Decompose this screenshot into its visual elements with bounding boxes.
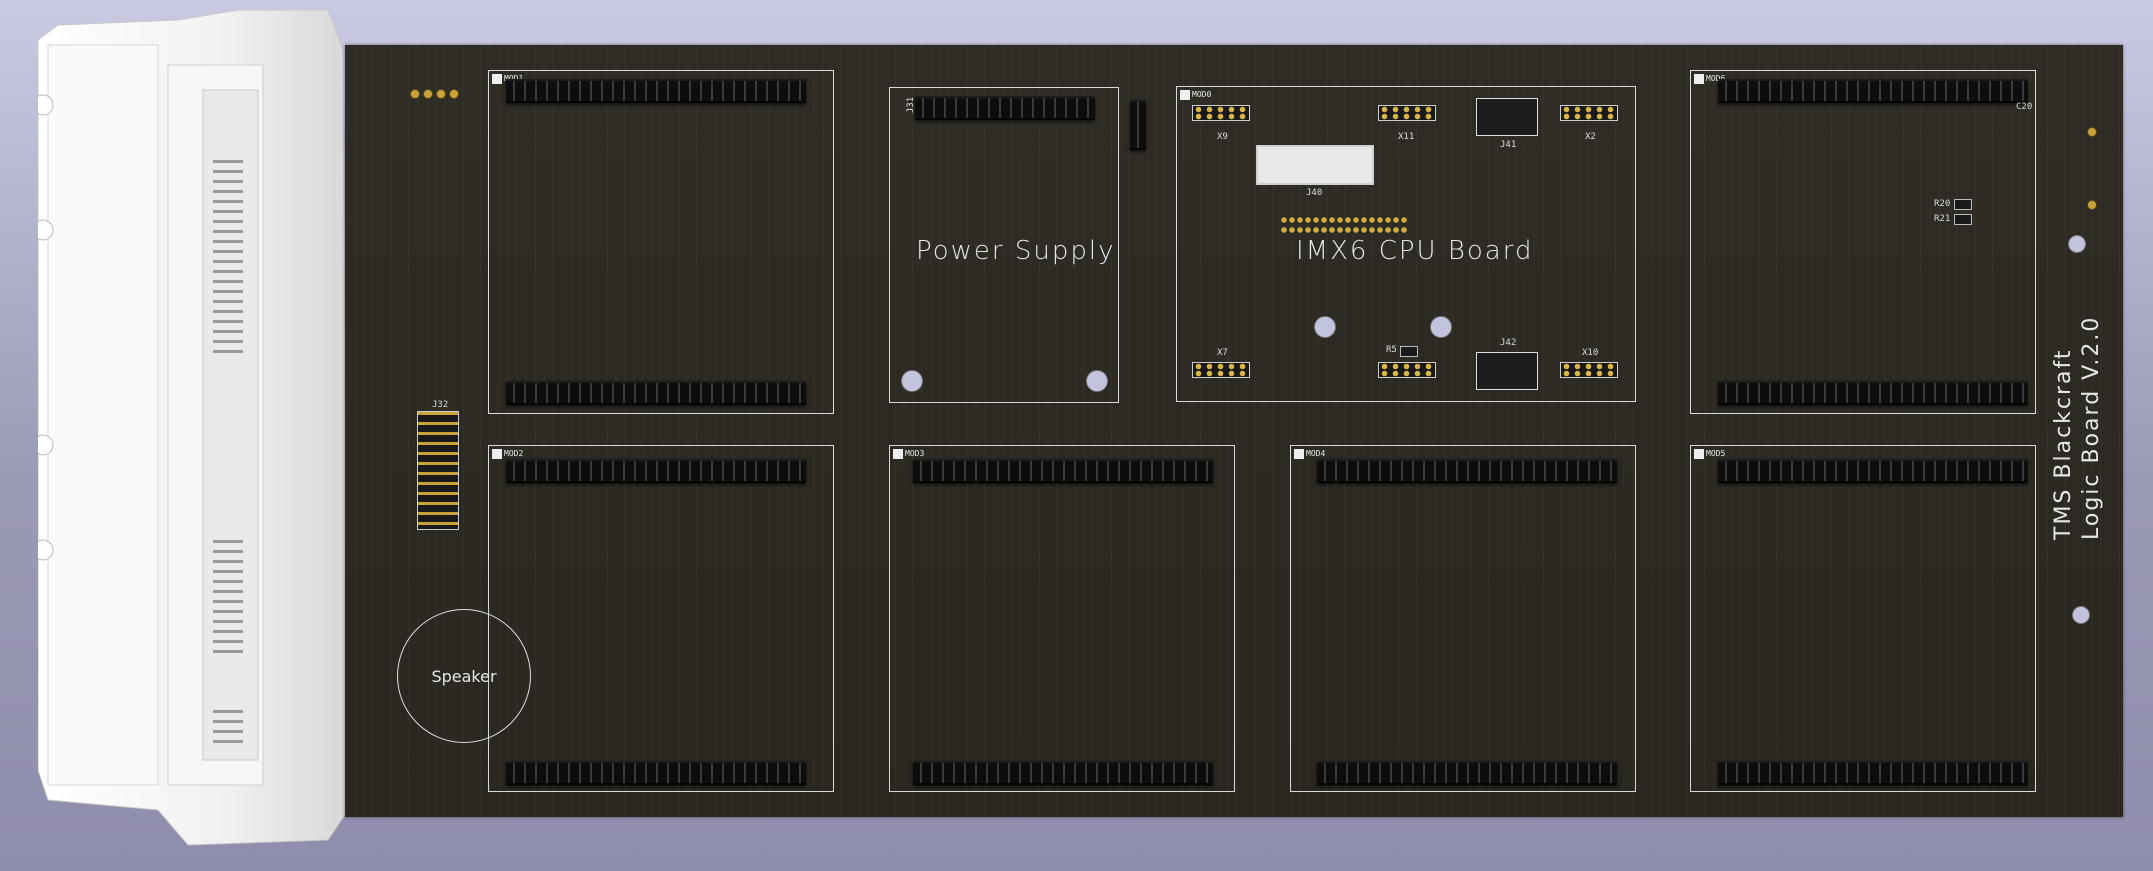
test-pad [423,89,433,99]
test-pad [449,89,459,99]
mounting-hole [1430,316,1452,338]
x11b-header [1378,362,1436,378]
mod0-label: MOD0 [1180,90,1211,100]
r20-resistor [1954,199,1972,210]
test-pad [2087,127,2097,137]
x7-header [1192,362,1250,378]
j42-connector [1476,352,1538,390]
jumper-header [1130,100,1146,150]
j41-connector [1476,98,1538,136]
mounting-hole [2072,606,2090,624]
power-supply-area [889,87,1119,403]
mod5-label: MOD5 [1694,449,1725,459]
r5-resistor [1400,346,1418,357]
mod6-top-header [1718,79,2028,103]
x11-header [1378,105,1436,121]
mod3-bottom-header [913,761,1213,785]
cpu-board-label: IMX6 CPU Board [1296,236,1534,266]
j40-connector [1256,145,1374,185]
mod3-top-header [913,459,1213,483]
j31-header [915,96,1095,120]
j40-label: J40 [1306,188,1323,198]
x10-label: X10 [1582,348,1599,358]
r20-label: R20 [1934,199,1951,209]
j31-label: J31 [906,96,917,114]
x9-label: X9 [1217,132,1228,142]
module-slot-mod1: MOD1 [488,70,834,414]
mod1-bottom-header [506,381,806,405]
mod3-label: MOD3 [893,449,924,459]
mod4-label: MOD4 [1294,449,1325,459]
mod6-label: MOD6 [1694,74,1725,84]
mod2-label: MOD2 [492,449,523,459]
speaker-outline: Speaker [397,609,531,743]
mounting-hole [901,370,923,392]
board-title-line2: Logic Board V.2.0 [2079,315,2104,540]
edge-connector [38,10,349,846]
x9-header [1192,105,1250,121]
mounting-hole [1314,316,1336,338]
r21-label: R21 [1934,214,1951,224]
test-pad [2087,200,2097,210]
test-pad [410,89,420,99]
mounting-hole [2068,235,2086,253]
r5-label: R5 [1386,345,1397,355]
x11-label: X11 [1398,132,1415,142]
module-slot-mod3: MOD3 [889,445,1235,792]
mod2-bottom-header [506,761,806,785]
mounting-hole [1086,370,1108,392]
mod4-bottom-header [1317,761,1617,785]
j32-header [417,411,459,530]
module-slot-mod0: MOD0 [1176,86,1636,402]
j32-label: J32 [432,400,449,410]
cpu-gold-pads [1280,215,1408,235]
j42-label: J42 [1500,338,1517,348]
mod4-top-header [1317,459,1617,483]
board-title-line1: TMS Blackcraft [2051,348,2076,540]
mod5-bottom-header [1718,761,2028,785]
module-slot-mod5: MOD5 [1690,445,2036,792]
x2-label: X2 [1585,132,1596,142]
c20-label: C20 [2016,102,2033,112]
mod1-label: MOD1 [492,74,523,84]
mod2-top-header [506,459,806,483]
speaker-label: Speaker [431,667,497,686]
board-title: TMS Blackcraft Logic Board V.2.0 [2050,316,2106,540]
test-pad [436,89,446,99]
x10-header [1560,362,1618,378]
mod6-bottom-header [1718,381,2028,405]
power-supply-label: Power Supply [916,236,1116,266]
module-slot-mod2: MOD2 [488,445,834,792]
module-slot-mod4: MOD4 [1290,445,1636,792]
x7-label: X7 [1217,348,1228,358]
mod5-top-header [1718,459,2028,483]
x2-header [1560,105,1618,121]
module-slot-mod6: MOD6 [1690,70,2036,414]
j41-label: J41 [1500,140,1517,150]
r21-resistor [1954,214,1972,225]
mod1-top-header [506,79,806,103]
